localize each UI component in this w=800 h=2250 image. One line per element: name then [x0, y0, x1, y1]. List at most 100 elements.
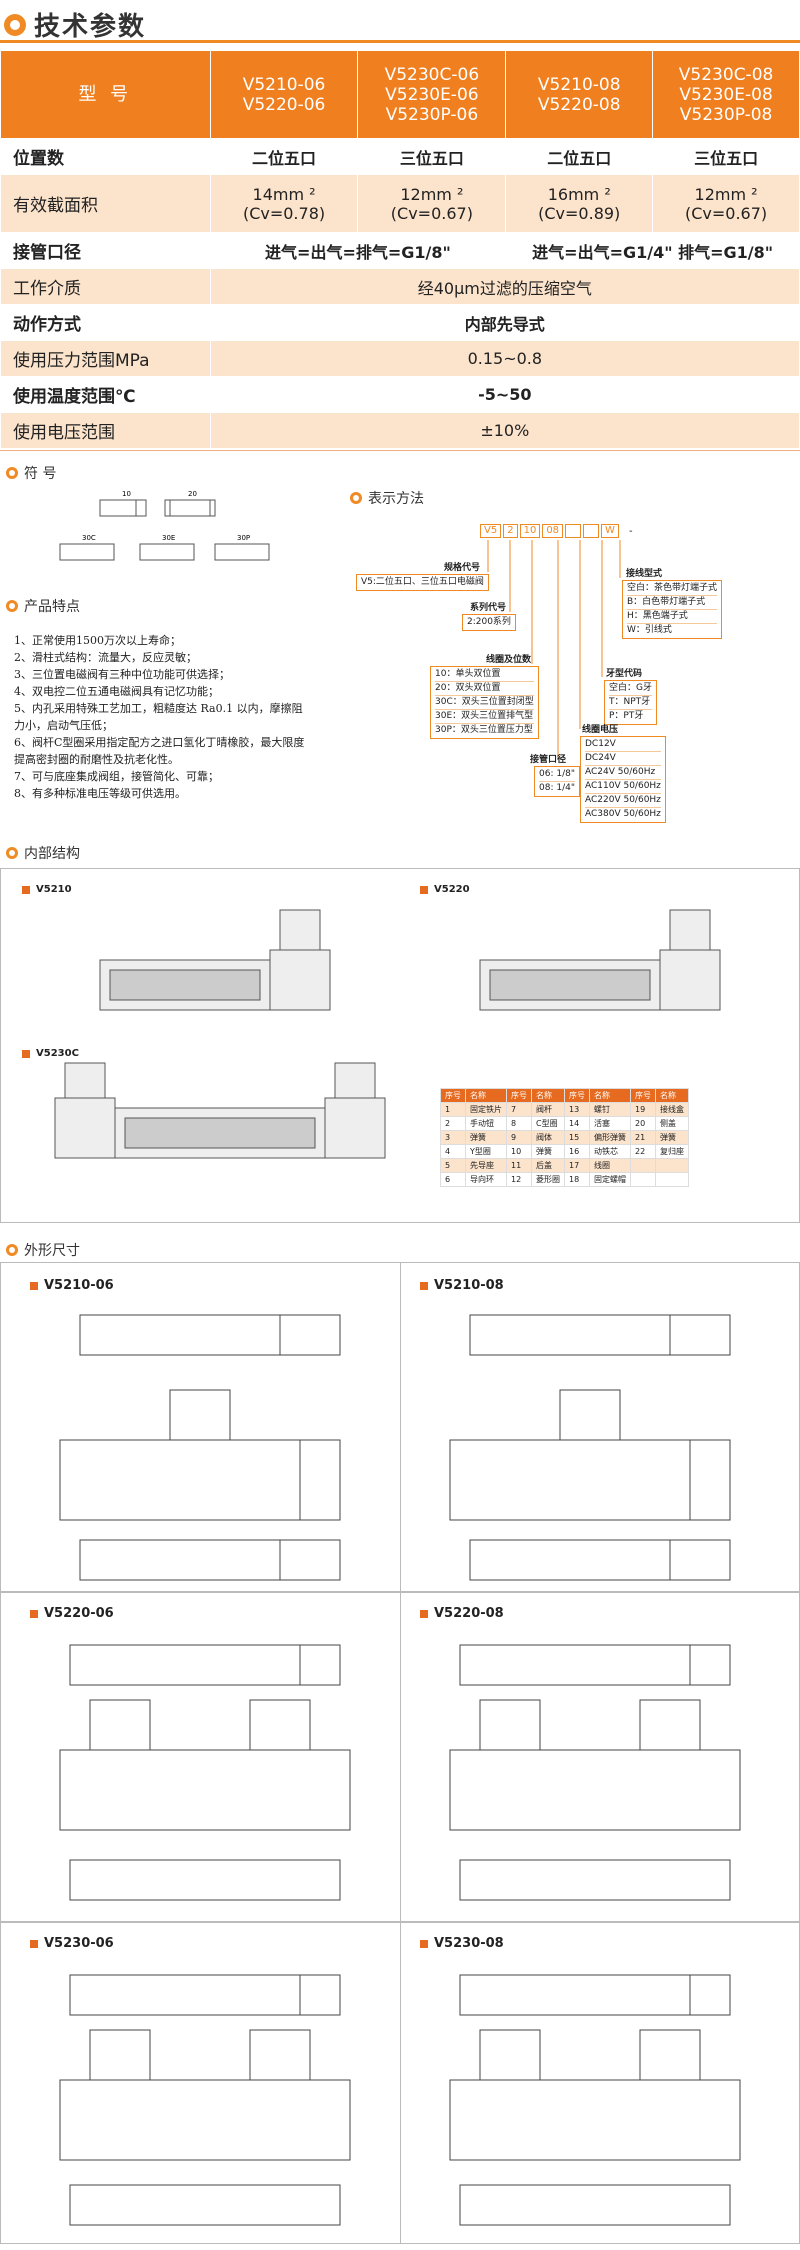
voltage-value: ±10% — [209, 412, 800, 449]
feature-item: 2、滑柱式结构：流量大，反应灵敏； — [14, 651, 197, 664]
label-temp: 使用温度范围℃ — [0, 376, 211, 413]
type-box: 2:200系列 — [462, 614, 516, 631]
port-v12: 进气=出气=排气=G1/8" — [209, 232, 507, 269]
medium-value: 经40μm过滤的压缩空气 — [209, 268, 800, 305]
drawing-v5210-section — [99, 909, 331, 1011]
position-v4: 三位五口 — [652, 138, 800, 175]
symbol-label-30e: 30E — [162, 534, 175, 542]
feature-item: 5、内孔采用特殊工艺加工，粗糙度达 Ra0.1 以内，摩擦阻 — [14, 702, 303, 715]
features-list: 1、正常使用1500万次以上寿命； 2、滑柱式结构：流量大，反应灵敏； 3、三位… — [14, 632, 304, 802]
feature-item: 提高密封圈的耐磨性及抗老化性。 — [14, 753, 179, 766]
action-value: 内部先导式 — [209, 304, 800, 341]
bullet-icon — [6, 600, 18, 612]
row-area: 有效截面积 14mm ²(Cv=0.78) 12mm ²(Cv=0.67) 16… — [0, 174, 800, 233]
section-internal: 内部结构 — [6, 843, 80, 863]
feature-item: 6、阀杆C型圈采用指定配方之进口氢化丁晴橡胶，最大限度 — [14, 736, 305, 749]
valve-symbols: 10 20 30C 30E 30P — [59, 490, 270, 561]
label-pressure: 使用压力范围MPa — [0, 340, 211, 377]
label-port: 接管口径 — [0, 232, 211, 269]
feature-item: 力小，启动气压低； — [14, 719, 113, 732]
label-action: 动作方式 — [0, 304, 211, 341]
feature-item: 7、可与底座集成阀组，接管简化、可靠； — [14, 770, 219, 783]
internal-title-v5230c: V5230C — [22, 1048, 79, 1059]
temp-value: -5~50 — [209, 376, 800, 413]
divider — [0, 450, 800, 451]
drawing-v5220-06 — [59, 1644, 351, 1901]
wire-label: 接线型式 — [626, 569, 663, 579]
pressure-value: 0.15~0.8 — [209, 340, 800, 377]
bullet-icon — [6, 847, 18, 859]
position-v1: 二位五口 — [209, 138, 359, 175]
port-v34: 进气=出气=G1/4" 排气=G1/8" — [505, 232, 800, 269]
drawing-v5220-08 — [449, 1644, 741, 1901]
dim-title-v5230-08: V5230-08 — [420, 1936, 504, 1951]
port-label: 接管口径 — [530, 755, 567, 765]
drawing-v5230c-section — [54, 1062, 386, 1159]
row-action: 动作方式 内部先导式 — [0, 304, 800, 341]
area-v3: 16mm ²(Cv=0.89) — [505, 174, 654, 233]
section-symbols: 符 号 — [6, 463, 56, 483]
pos-label: 线圈及位数 — [486, 655, 532, 665]
code-voltage — [583, 524, 600, 538]
label-medium: 工作介质 — [0, 268, 211, 305]
area-v2: 12mm ²(Cv=0.67) — [357, 174, 507, 233]
row-medium: 工作介质 经40μm过滤的压缩空气 — [0, 268, 800, 305]
feature-item: 1、正常使用1500万次以上寿命； — [14, 634, 181, 647]
feature-item: 8、有多种标准电压等级可供选用。 — [14, 787, 186, 800]
port-box: 06: 1/8"08: 1/4" — [534, 766, 580, 797]
parts-header: 序号名称序号名称序号名称序号名称 — [440, 1088, 689, 1103]
drawing-v5220-section — [479, 909, 721, 1011]
position-v3: 二位五口 — [505, 138, 654, 175]
label-area: 有效截面积 — [0, 174, 211, 233]
symbol-label-10: 10 — [122, 490, 131, 498]
row-pressure: 使用压力范围MPa 0.15~0.8 — [0, 340, 800, 377]
drawing-v5210-06 — [59, 1314, 341, 1581]
bullet-icon — [6, 467, 18, 479]
series-label: 规格代号 — [444, 563, 481, 573]
position-v2: 三位五口 — [357, 138, 507, 175]
row-voltage: 使用电压范围 ±10% — [0, 412, 800, 449]
label-position: 位置数 — [0, 138, 211, 175]
order-code: V5 2 10 08 W - — [480, 524, 633, 538]
drawing-v5230-06 — [59, 1974, 351, 2226]
section-features: 产品特点 — [6, 596, 80, 616]
dim-title-v5220-06: V5220-06 — [30, 1606, 114, 1621]
row-position: 位置数 二位五口 三位五口 二位五口 三位五口 — [0, 138, 800, 175]
drawing-v5230-08 — [449, 1974, 741, 2226]
series-box: V5:二位五口、三位五口电磁阀 — [356, 574, 489, 591]
dim-title-v5210-06: V5210-06 — [30, 1278, 114, 1293]
code-position: 10 — [519, 524, 541, 538]
thread-label: 牙型代码 — [606, 669, 643, 679]
type-label: 系列代号 — [470, 603, 507, 613]
code-wire: W — [601, 524, 619, 538]
feature-item: 4、双电控二位五通电磁阀具有记忆功能； — [14, 685, 219, 698]
dim-title-v5210-08: V5210-08 — [420, 1278, 504, 1293]
page-title: 技术参数 — [34, 12, 147, 42]
row-port: 接管口径 进气=出气=排气=G1/8" 进气=出气=G1/4" 排气=G1/8" — [0, 232, 800, 269]
row-temp: 使用温度范围℃ -5~50 — [0, 376, 800, 413]
code-type: 2 — [503, 524, 518, 538]
symbol-label-20: 20 — [188, 490, 197, 498]
bullet-icon — [6, 1244, 18, 1256]
volt-label: 线圈电压 — [582, 725, 619, 735]
bullet-icon — [4, 13, 26, 36]
area-v1: 14mm ²(Cv=0.78) — [209, 174, 359, 233]
internal-title-v5210: V5210 — [22, 884, 72, 895]
feature-item: 3、三位置电磁阀有三种中位功能可供选择； — [14, 668, 230, 681]
label-voltage: 使用电压范围 — [0, 412, 211, 449]
divider — [0, 40, 800, 43]
